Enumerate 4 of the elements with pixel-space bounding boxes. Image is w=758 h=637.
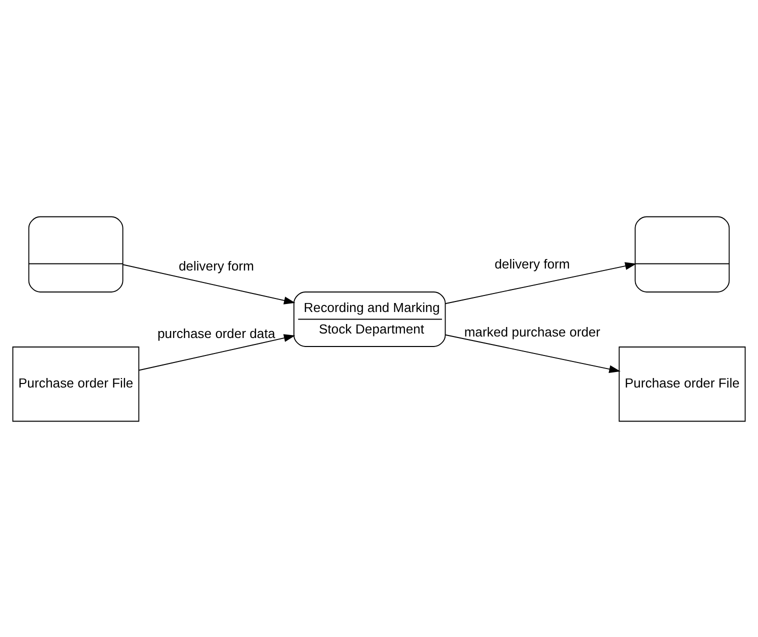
edge-label: delivery form xyxy=(178,258,254,274)
edge-label: marked purchase order xyxy=(464,324,600,339)
edge-label: purchase order data xyxy=(157,326,276,341)
edge-label: delivery form xyxy=(494,256,570,272)
